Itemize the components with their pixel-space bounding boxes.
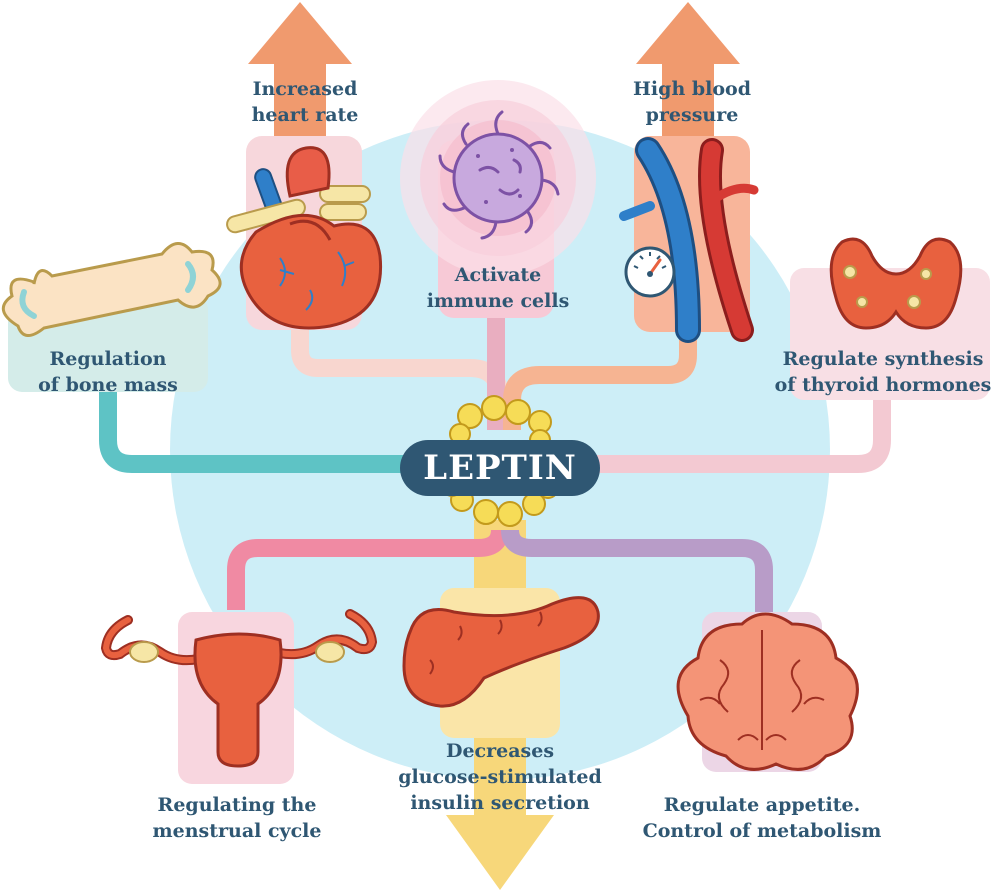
thyroid-icon: [829, 237, 963, 330]
label-bone-mass-line2: of bone mass: [38, 374, 178, 396]
line-blood: [503, 330, 697, 430]
label-thyroid: Regulate synthesis of thyroid hormones: [768, 346, 998, 398]
line-thyroid: [590, 400, 891, 473]
pancreas-icon: [402, 596, 600, 708]
label-blood-pressure: High blood pressure: [612, 76, 772, 128]
label-blood-pressure-line1: High blood: [632, 78, 752, 100]
immune-cell-icon: [438, 110, 560, 240]
label-menstrual-cycle-line1: Regulating the: [157, 794, 317, 816]
label-heart-rate-line1: Increased: [252, 78, 358, 100]
label-bone-mass-line1: Regulation: [49, 348, 167, 370]
label-blood-pressure-line2: pressure: [645, 104, 739, 126]
arrow-up-right: [636, 2, 740, 160]
label-insulin-secretion-line1: Decreases: [445, 740, 555, 762]
label-thyroid-line1: Regulate synthesis: [782, 348, 984, 370]
blood-vessel-icon: [619, 137, 759, 343]
label-insulin-secretion: Decreases glucose-stimulated insulin sec…: [382, 738, 618, 816]
uterus-icon: [100, 609, 378, 768]
label-insulin-secretion-line3: insulin secretion: [410, 792, 590, 814]
label-insulin-secretion-line2: glucose-stimulated: [398, 766, 602, 788]
label-appetite-metabolism-line1: Regulate appetite.: [663, 794, 861, 816]
line-bone: [99, 390, 410, 473]
line-appetite: [501, 529, 773, 620]
brain-icon: [676, 612, 859, 771]
bone-icon: [1, 242, 222, 337]
label-menstrual-cycle: Regulating the menstrual cycle: [132, 792, 342, 844]
label-heart-rate: Increased heart rate: [228, 76, 382, 128]
leptin-center-label: LEPTIN: [400, 440, 600, 496]
label-thyroid-line2: of thyroid hormones: [774, 374, 992, 396]
arrow-up-left: [248, 2, 352, 160]
label-immune-cells: Activate immune cells: [408, 262, 588, 314]
pressure-gauge-icon: [624, 246, 676, 298]
line-menstrual: [227, 529, 509, 610]
label-appetite-metabolism-line2: Control of metabolism: [642, 820, 882, 842]
label-appetite-metabolism: Regulate appetite. Control of metabolism: [632, 792, 892, 844]
heart-icon: [226, 146, 383, 330]
label-immune-cells-line2: immune cells: [426, 290, 570, 312]
label-menstrual-cycle-line2: menstrual cycle: [152, 820, 322, 842]
label-heart-rate-line2: heart rate: [251, 104, 359, 126]
label-immune-cells-line1: Activate: [454, 264, 542, 286]
label-bone-mass: Regulation of bone mass: [10, 346, 206, 398]
